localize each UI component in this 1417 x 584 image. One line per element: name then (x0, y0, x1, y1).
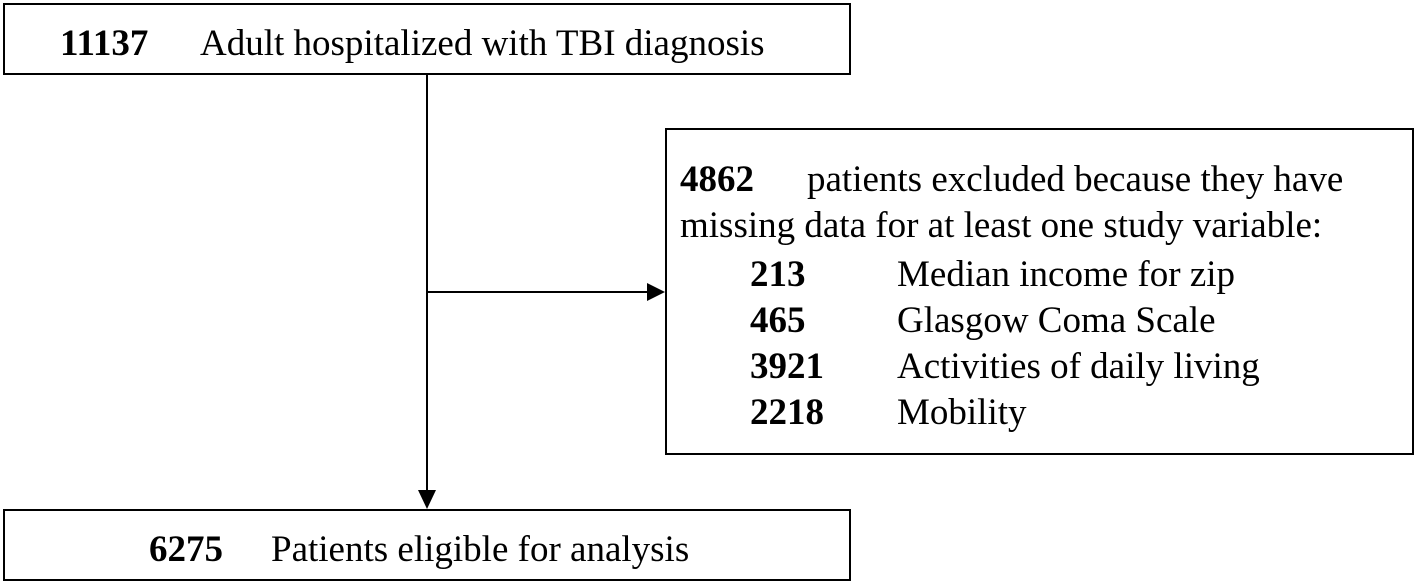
exclusion-item-label: Activities of daily living (897, 346, 1260, 387)
exclusion-item-label: Median income for zip (897, 254, 1236, 295)
eligible-population-box: 6275 Patients eligible for analysis (3, 509, 851, 581)
initial-label: Adult hospitalized with TBI diagnosis (200, 23, 765, 64)
right-arrowhead (647, 283, 665, 301)
exclusion-item-label: Glasgow Coma Scale (897, 300, 1216, 341)
exclusion-item-count: 3921 (750, 346, 824, 387)
exclusion-item-count: 213 (750, 254, 806, 295)
exclusion-box: 4862 patients excluded because they have… (665, 128, 1414, 455)
excluded-count: 4862 (680, 159, 754, 200)
down-arrowhead (418, 490, 436, 509)
initial-population-box: 11137 Adult hospitalized with TBI diagno… (3, 3, 851, 75)
excluded-label-line1: patients excluded because they have (807, 159, 1344, 200)
eligible-count: 6275 (149, 529, 223, 570)
exclusion-item-count: 2218 (750, 392, 824, 433)
exclusion-item-count: 465 (750, 300, 806, 341)
exclusion-item-label: Mobility (897, 392, 1027, 433)
excluded-label-line2: missing data for at least one study vari… (680, 205, 1323, 246)
initial-count: 11137 (60, 23, 149, 64)
eligible-label: Patients eligible for analysis (271, 529, 690, 570)
